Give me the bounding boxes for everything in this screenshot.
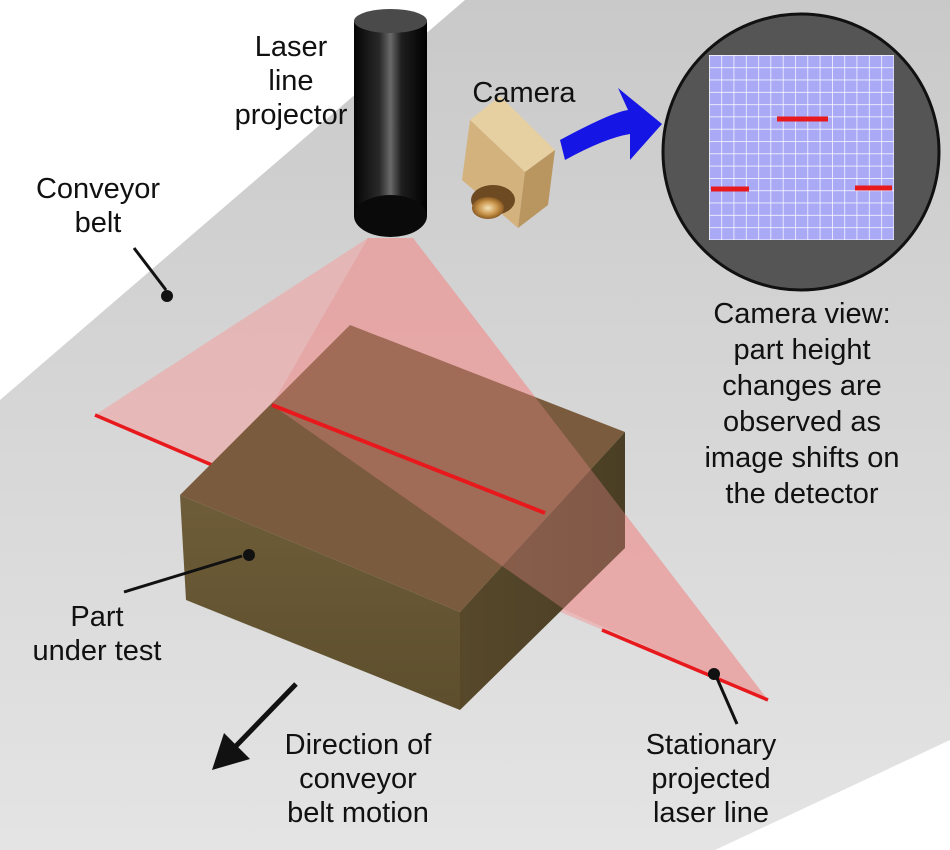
laser-line-label: Stationary projected laser line — [645, 729, 777, 829]
part-under-test — [180, 325, 625, 710]
camera-lens-icon — [472, 197, 504, 219]
motion-direction-arrow — [212, 682, 298, 770]
projector-top — [354, 9, 427, 33]
part-leader — [123, 549, 255, 594]
camera-view-circle — [661, 12, 941, 292]
part-front-face — [180, 495, 460, 710]
camera-top-face — [470, 96, 555, 172]
direction-label: Direction of conveyor belt motion — [284, 729, 432, 829]
projector-bottom — [354, 195, 427, 237]
conveyor-belt-leader — [132, 247, 173, 302]
laser-projector-label: Laser line projector — [234, 31, 348, 131]
part-label: Part under test — [32, 601, 162, 667]
camera-device — [462, 96, 555, 228]
conveyor-belt-label: Conveyor belt — [35, 173, 161, 239]
camera-label: Camera — [472, 77, 576, 109]
camera-view-arrow — [560, 88, 662, 160]
laser-projector — [354, 9, 427, 237]
projector-body — [354, 21, 427, 216]
camera-right-face — [518, 150, 555, 228]
laser-line-leader — [708, 668, 739, 725]
laser-sheet-over-part — [272, 238, 768, 700]
part-side-face — [460, 432, 625, 710]
laser-line-belt-right — [601, 628, 769, 702]
laser-line-belt-left — [94, 413, 213, 467]
part-top-face — [180, 325, 625, 612]
detector-grid — [709, 55, 894, 240]
camera-view-caption: Camera view: part height changes are obs… — [704, 298, 900, 510]
laser-line-on-part — [271, 403, 546, 515]
